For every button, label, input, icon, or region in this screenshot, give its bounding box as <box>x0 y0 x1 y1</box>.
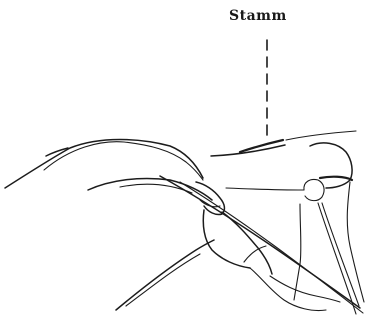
node-inner <box>304 179 324 200</box>
right-lobe <box>347 182 364 302</box>
node-outline <box>310 143 352 188</box>
lower-segment-left <box>203 210 250 268</box>
lower-segment-right <box>222 212 272 274</box>
right-lobe-inner <box>294 204 301 300</box>
lower-left-hair-2 <box>126 254 200 306</box>
needle-lower-2 <box>322 203 359 306</box>
lower-segment-wall <box>270 276 340 302</box>
lower-left-hair <box>116 240 214 310</box>
lower-segment-base <box>250 268 326 311</box>
middle-arm-inner <box>120 184 192 193</box>
node-cap <box>320 177 352 180</box>
joint-connector <box>226 188 304 190</box>
needle-long-2 <box>180 182 363 313</box>
middle-arm <box>88 178 212 200</box>
stem-stroke-right <box>286 131 356 140</box>
